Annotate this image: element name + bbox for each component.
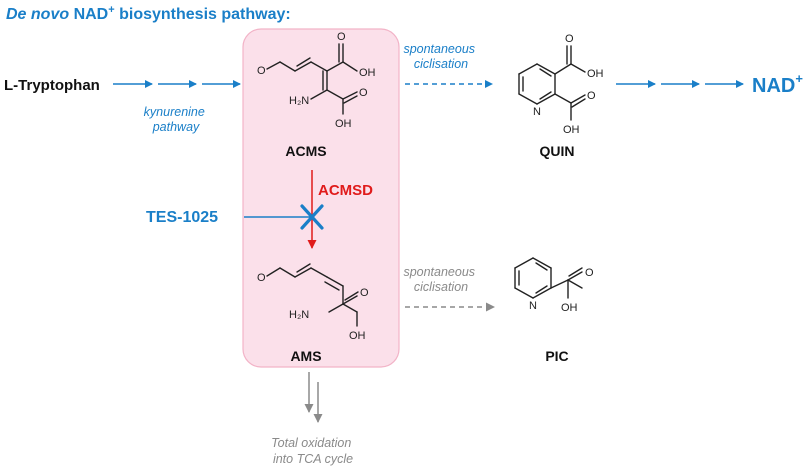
ams-h2n: H₂N <box>289 309 309 321</box>
spontaneous-ciclisation-bottom: spontaneous ciclisation <box>403 265 478 294</box>
kynurenine-pathway-label: kynurenine pathway <box>144 105 209 134</box>
total-oxidation-label: Total oxidation into TCA cycle <box>271 436 355 466</box>
quin-o-bottom: O <box>587 90 596 102</box>
quin-o-top: O <box>565 33 574 45</box>
acmsd-label: ACMSD <box>318 182 373 199</box>
pic-structure: N O OH <box>514 257 594 314</box>
quin-label: QUIN <box>540 143 575 159</box>
inhibition-x-mark <box>300 204 324 230</box>
acms-h2n: H₂N <box>289 95 309 107</box>
quin-n: N <box>533 106 541 118</box>
ams-oh: OH <box>349 330 366 342</box>
acms-label: ACMS <box>285 143 326 159</box>
quin-oh-bottom: OH <box>563 124 580 136</box>
nad-label: NAD+ <box>752 71 803 97</box>
quin-structure: O OH N O OH <box>518 33 604 136</box>
ams-o-aldehyde: O <box>257 272 266 284</box>
tes-1025-label: TES-1025 <box>146 209 218 226</box>
acms-oh-bottom: OH <box>335 118 352 130</box>
pic-oh: OH <box>561 302 578 314</box>
acms-o-bottom: O <box>359 87 368 99</box>
spontaneous-ciclisation-top: spontaneous ciclisation <box>403 42 478 71</box>
acms-o-top: O <box>337 31 346 43</box>
oxidation-arrows <box>304 372 323 423</box>
acms-structure: O O OH H₂N O OH <box>257 31 376 130</box>
ams-structure: O H₂N O OH <box>257 263 369 342</box>
acms-oh-top: OH <box>359 67 376 79</box>
pic-label: PIC <box>545 348 568 364</box>
diagram-title: De novo NAD+ biosynthesis pathway: <box>6 4 291 23</box>
quin-oh-top: OH <box>587 68 604 80</box>
acms-o-aldehyde: O <box>257 65 266 77</box>
acmsd-reaction-box <box>242 28 400 368</box>
pic-n: N <box>529 300 537 312</box>
ams-label: AMS <box>290 348 321 364</box>
l-tryptophan-label: L-Tryptophan <box>4 77 100 94</box>
ams-o: O <box>360 287 369 299</box>
pic-o: O <box>585 267 594 279</box>
